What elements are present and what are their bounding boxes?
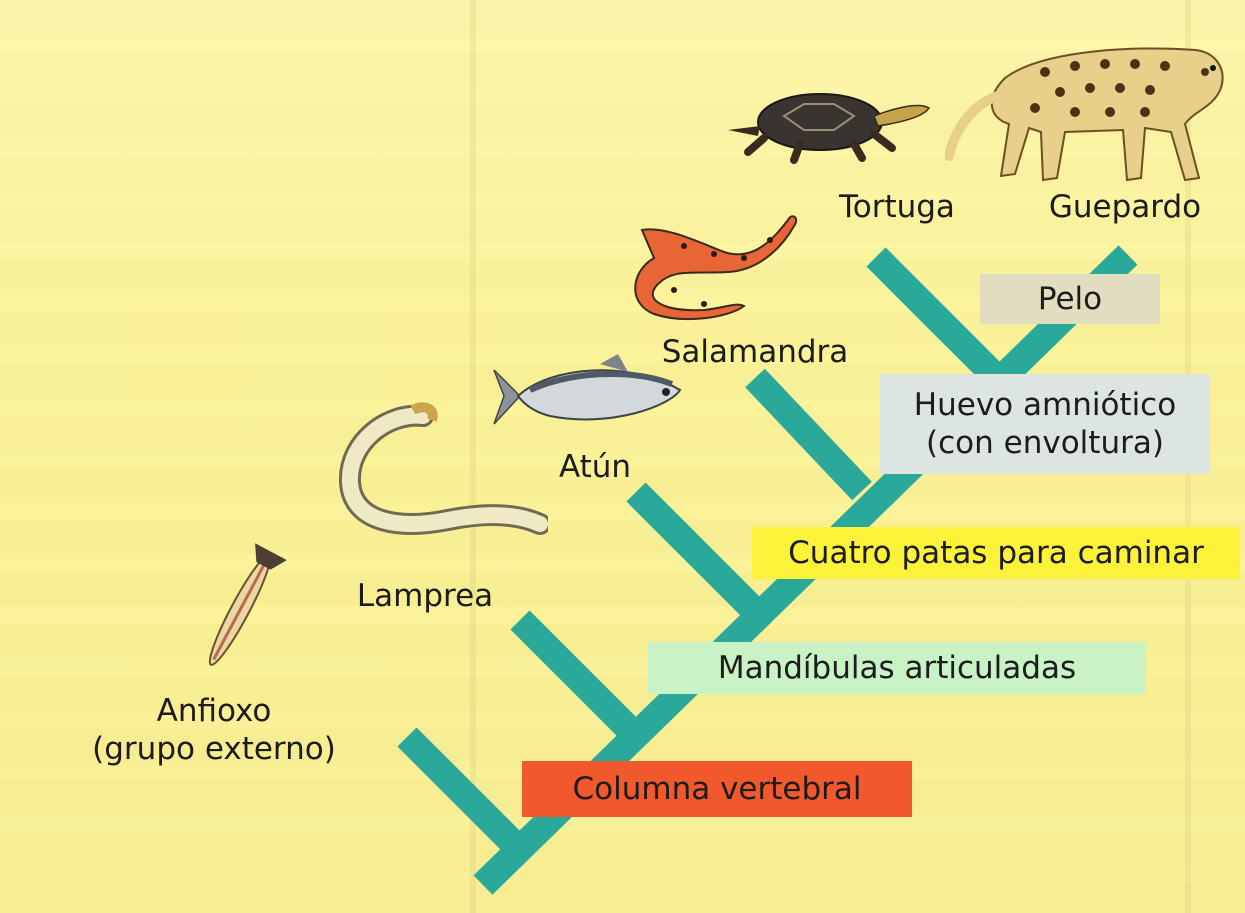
taxon-label-guepardo: Guepardo bbox=[1025, 188, 1225, 226]
cheetah-icon bbox=[945, 28, 1235, 188]
branch-anfioxo bbox=[407, 737, 512, 842]
taxon-name-atun: Atún bbox=[545, 448, 645, 486]
character-label-mandibulas-articuladas: Mandíbulas articuladas bbox=[718, 649, 1076, 687]
branch-lamprea bbox=[520, 620, 633, 733]
taxon-label-anfioxo: Anfioxo (grupo externo) bbox=[74, 692, 354, 768]
turtle-icon bbox=[724, 86, 934, 166]
character-box-huevo-amniotico: Huevo amniótico (con envoltura) bbox=[880, 374, 1210, 474]
character-box-pelo: Pelo bbox=[980, 274, 1160, 324]
character-label-cuatro-patas: Cuatro patas para caminar bbox=[788, 534, 1204, 572]
salamander-icon bbox=[624, 200, 804, 330]
character-box-columna-vertebral: Columna vertebral bbox=[522, 761, 912, 817]
character-label-huevo-line1: Huevo amniótico bbox=[914, 386, 1176, 424]
branch-atun bbox=[636, 492, 750, 606]
branch-salamandra bbox=[755, 378, 862, 491]
character-label-pelo: Pelo bbox=[1038, 280, 1102, 318]
character-label-huevo-line2: (con envoltura) bbox=[926, 424, 1164, 462]
taxon-note-anfioxo: (grupo externo) bbox=[74, 730, 354, 768]
taxon-name-guepardo: Guepardo bbox=[1025, 188, 1225, 226]
taxon-label-lamprea: Lamprea bbox=[335, 577, 515, 615]
lancelet-icon bbox=[170, 540, 310, 680]
character-box-cuatro-patas: Cuatro patas para caminar bbox=[752, 527, 1240, 579]
taxon-label-atun: Atún bbox=[545, 448, 645, 486]
taxon-name-salamandra: Salamandra bbox=[640, 333, 870, 371]
taxon-name-tortuga: Tortuga bbox=[812, 188, 982, 226]
character-box-mandibulas-articuladas: Mandíbulas articuladas bbox=[648, 642, 1146, 694]
taxon-name-anfioxo: Anfioxo bbox=[74, 692, 354, 730]
taxon-label-tortuga: Tortuga bbox=[812, 188, 982, 226]
taxon-label-salamandra: Salamandra bbox=[640, 333, 870, 371]
character-label-columna-vertebral: Columna vertebral bbox=[573, 770, 862, 808]
taxon-name-lamprea: Lamprea bbox=[335, 577, 515, 615]
